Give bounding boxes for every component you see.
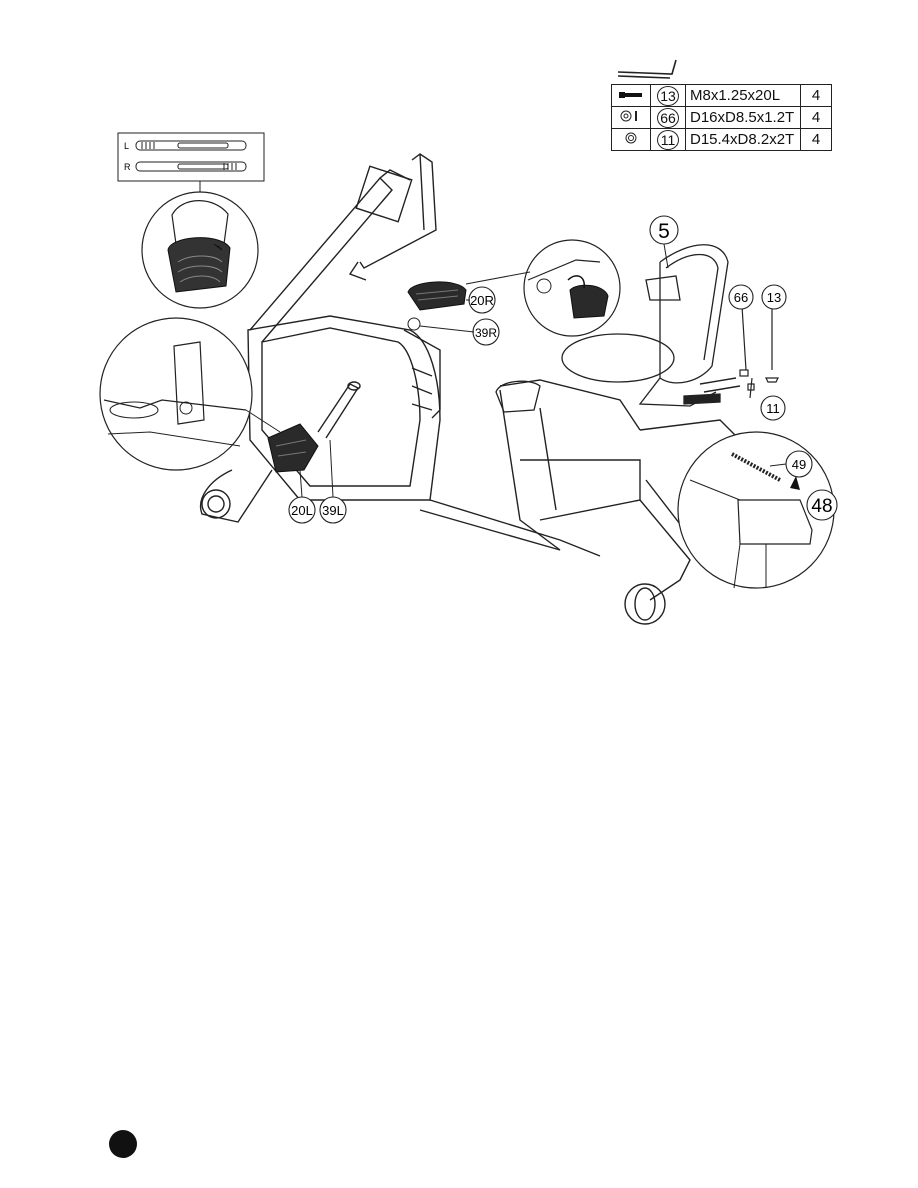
crank-detail	[99, 317, 281, 471]
seat-hardware	[699, 305, 779, 399]
hardware-row: 11 D15.4xD8.2x2T 4	[611, 128, 832, 151]
right-pedal-detail	[465, 239, 621, 337]
spring-washer-icon	[611, 128, 651, 151]
callout-20r-label: 20R	[470, 293, 494, 308]
callout-5-label: 5	[658, 220, 670, 243]
bike-frame	[200, 153, 741, 625]
callout-11-label: 11	[766, 401, 780, 416]
flat-washer-icon	[611, 106, 651, 129]
right-crank-hole	[407, 317, 421, 331]
allen-wrench-icon	[617, 59, 677, 79]
callout-66-label: 66	[734, 290, 748, 305]
part-spec: M8x1.25x20L	[685, 84, 801, 107]
part-spec: D15.4xD8.2x2T	[685, 128, 801, 151]
strap-right-label: R	[124, 162, 131, 172]
callout-48	[806, 489, 838, 521]
hardware-row: 66 D16xD8.5x1.2T 4	[611, 106, 832, 129]
part-qty: 4	[800, 128, 832, 151]
bolt-icon	[611, 84, 651, 107]
hardware-row: 13 M8x1.25x20L 4	[611, 84, 832, 107]
part-number: 13	[657, 85, 679, 106]
page-marker-dot	[109, 1130, 137, 1158]
part-spec: D16xD8.5x1.2T	[685, 106, 801, 129]
part-qty: 4	[800, 84, 832, 107]
callout-11	[760, 395, 786, 421]
right-pedal	[407, 281, 467, 311]
callout-39l-label: 39L	[322, 503, 344, 518]
callout-48-label: 48	[811, 496, 832, 517]
callout-49-label: 49	[792, 457, 806, 472]
seat-assembly	[495, 244, 729, 413]
part-number: 11	[657, 129, 679, 150]
strap-left-label: L	[124, 141, 129, 151]
part-number: 66	[657, 107, 679, 128]
callout-66	[728, 284, 754, 310]
callout-13	[761, 284, 787, 310]
callout-13-label: 13	[767, 290, 781, 305]
callout-39r-label: 39R	[475, 326, 497, 340]
pedal-strap-detail	[141, 191, 259, 309]
strap-inset	[117, 132, 265, 204]
left-pedal	[267, 423, 319, 473]
hardware-table: 13 M8x1.25x20L 4 66 D16xD8.5x1.2T 4 11 D…	[611, 84, 832, 151]
callout-20l-label: 20L	[291, 503, 313, 518]
callouts	[288, 215, 838, 524]
part-qty: 4	[800, 106, 832, 129]
